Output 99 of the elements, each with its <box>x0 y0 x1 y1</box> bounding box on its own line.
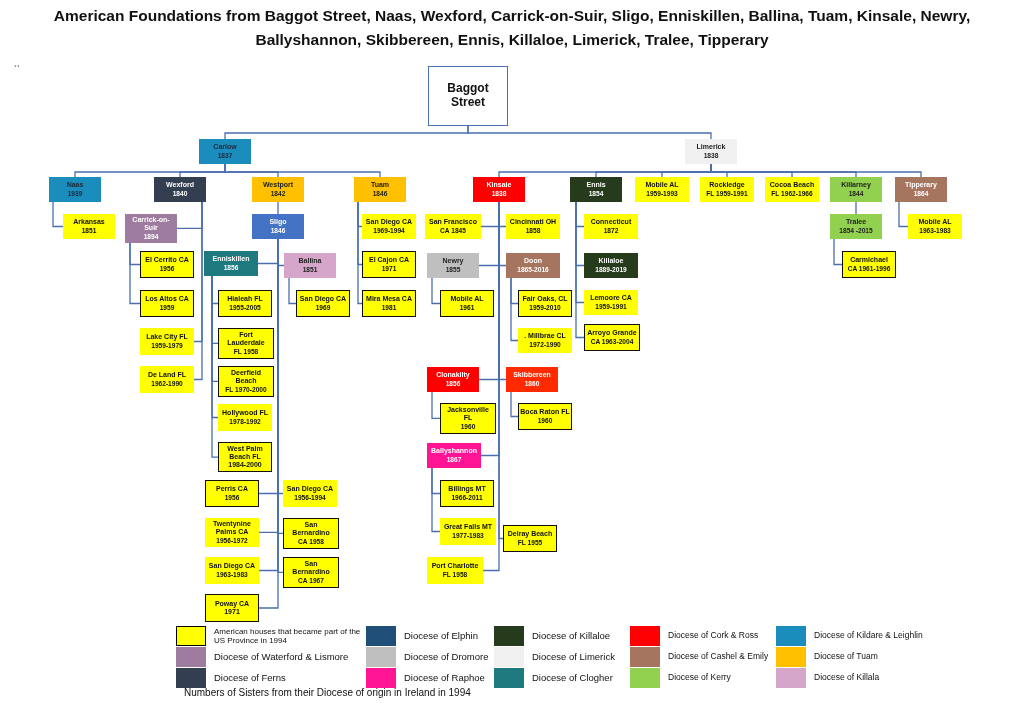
connector-line <box>575 201 585 339</box>
place-box <box>427 367 479 392</box>
legend-label: Diocese of Clogher <box>532 672 613 684</box>
place-box <box>154 177 206 202</box>
place-box <box>140 366 194 393</box>
connector-line <box>193 201 203 381</box>
place-box <box>427 443 481 468</box>
place-box <box>700 177 754 202</box>
legend-label: Diocese of Limerick <box>532 651 615 663</box>
legend-label: Diocese of Killala <box>814 673 880 683</box>
place-box <box>908 214 962 239</box>
connector-line <box>833 238 843 266</box>
place-box <box>842 251 896 278</box>
connector-line <box>510 391 519 418</box>
legend-label: Diocese of Cashel & Emily <box>668 652 769 662</box>
connector-line <box>431 467 441 533</box>
place-box <box>830 214 882 239</box>
place-box <box>283 557 339 588</box>
place-box <box>765 177 819 202</box>
place-box <box>218 404 272 431</box>
diagram-title: American Foundations from Baggot Street, Naas, Wexford, Carrick-on-Suir, Sligo, Enniskillen, Ballina, Tuam, Kinsale, Newry, Ballyshannon, Skibbereen, Ennis, Killaloe, Limerick, Tralee, Tipperary <box>52 6 972 50</box>
connector-line <box>467 125 712 140</box>
place-box <box>518 290 572 317</box>
place-box <box>440 518 496 545</box>
place-box <box>830 177 882 202</box>
place-box <box>428 66 508 126</box>
place-box <box>362 290 416 317</box>
legend-label: Diocese of Waterford & Lismore <box>214 651 349 663</box>
place-box <box>362 214 416 239</box>
place-box <box>685 139 737 164</box>
place-box <box>584 290 638 315</box>
place-box <box>427 557 483 584</box>
place-box <box>218 328 274 359</box>
place-box <box>205 518 259 547</box>
place-box <box>440 290 494 317</box>
place-box <box>140 251 194 278</box>
place-box <box>252 214 304 239</box>
connector-line <box>898 201 909 228</box>
place-box <box>204 251 258 276</box>
place-box <box>205 480 259 507</box>
connector-line <box>855 201 857 215</box>
place-box <box>283 518 339 549</box>
legend-label: Diocese of Ferns <box>214 672 286 684</box>
place-box <box>427 253 479 278</box>
note-text: `` <box>14 64 20 74</box>
place-box <box>199 139 251 164</box>
place-box <box>440 480 494 507</box>
connector-line <box>129 242 141 305</box>
place-box <box>506 367 558 392</box>
place-box <box>506 253 560 278</box>
place-box <box>284 253 336 278</box>
connector-line <box>357 201 363 305</box>
place-box <box>205 594 259 622</box>
place-box <box>503 525 557 552</box>
legend-label: American houses that became part of the US Province in 1994 <box>214 626 362 646</box>
note-text: Numbers of Sisters from their Diocese of origin in Ireland in 1994 <box>184 687 471 698</box>
legend-label: Diocese of Killaloe <box>532 630 611 642</box>
place-box <box>218 442 272 473</box>
place-box <box>218 290 272 317</box>
place-box <box>425 214 481 239</box>
connector-line <box>211 275 219 458</box>
connector-line <box>431 277 441 305</box>
place-box <box>518 328 572 353</box>
connector-line <box>277 201 279 215</box>
legend-label: Diocese of Dromore <box>404 651 489 663</box>
place-box <box>140 328 194 355</box>
place-box <box>125 214 177 243</box>
connector-line <box>288 277 297 305</box>
place-box <box>895 177 947 202</box>
place-box <box>570 177 622 202</box>
place-box <box>49 177 101 202</box>
legend-label: Diocese of Kerry <box>668 673 731 683</box>
place-box <box>584 253 638 278</box>
place-box <box>518 403 572 430</box>
legend-label: Diocese of Kildare & Leighlin <box>814 631 923 641</box>
place-box <box>635 177 689 202</box>
place-box <box>362 251 416 278</box>
place-box <box>205 557 259 584</box>
place-box <box>354 177 406 202</box>
connector-line <box>510 277 519 342</box>
place-box <box>63 214 115 239</box>
legend-label: Diocese of Tuam <box>814 652 878 662</box>
place-box <box>506 214 560 239</box>
place-box <box>584 214 638 239</box>
place-box <box>218 366 274 397</box>
place-box <box>440 403 496 434</box>
connector-line <box>52 201 64 228</box>
place-box <box>252 177 304 202</box>
place-box <box>473 177 525 202</box>
place-box <box>584 324 640 351</box>
connector-line <box>224 163 381 178</box>
place-name: Baggot Street <box>446 82 490 110</box>
place-box <box>283 480 337 507</box>
legend-label: Diocese of Elphin <box>404 630 478 642</box>
place-box <box>140 290 194 317</box>
legend-label: Diocese of Cork & Ross <box>668 631 759 641</box>
place-box <box>296 290 350 317</box>
legend-label: Diocese of Raphoe <box>404 672 485 684</box>
connector-line <box>431 391 441 419</box>
